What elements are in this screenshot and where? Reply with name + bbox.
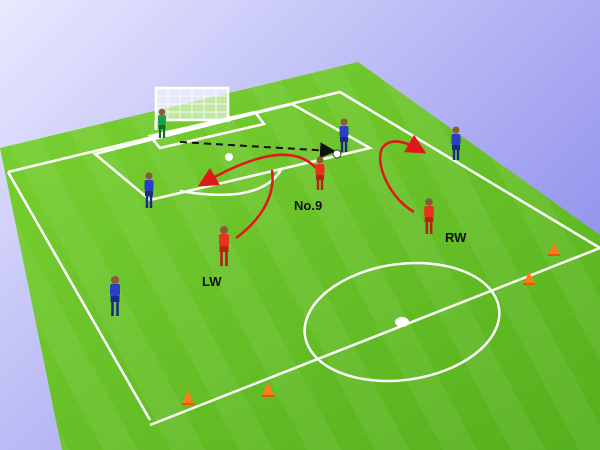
striker-no9-player[interactable] bbox=[315, 156, 325, 191]
defender-player[interactable] bbox=[451, 126, 461, 161]
left-winger-player[interactable] bbox=[219, 226, 229, 266]
defender-player[interactable] bbox=[144, 172, 154, 209]
defender-player[interactable] bbox=[110, 276, 120, 316]
penalty-arc bbox=[179, 167, 284, 197]
football-icon bbox=[332, 149, 342, 159]
halfway-line bbox=[149, 246, 600, 427]
run-arrow-rw bbox=[378, 134, 427, 214]
run-arrow-lw bbox=[235, 169, 274, 240]
label-no9: No.9 bbox=[294, 198, 322, 213]
goal-line bbox=[7, 90, 600, 250]
pass-arrow bbox=[179, 141, 336, 159]
goal-net-icon bbox=[154, 86, 230, 130]
centre-spot bbox=[395, 317, 409, 327]
training-cone-icon bbox=[181, 390, 195, 405]
run-arrow-no9 bbox=[197, 153, 317, 187]
training-cone-icon bbox=[548, 242, 560, 256]
label-rw: RW bbox=[445, 230, 467, 245]
pitch-lines bbox=[6, 90, 600, 427]
pitch-stripes bbox=[0, 62, 600, 450]
touchline-left bbox=[6, 171, 152, 421]
right-winger-player[interactable] bbox=[424, 198, 434, 234]
penalty-spot bbox=[225, 153, 233, 161]
training-cone-icon bbox=[523, 271, 535, 285]
centre-circle bbox=[303, 261, 501, 383]
goalkeeper-player[interactable] bbox=[158, 108, 166, 138]
training-cone-icon bbox=[261, 382, 275, 397]
label-lw: LW bbox=[202, 274, 222, 289]
defender-player[interactable] bbox=[339, 118, 349, 153]
